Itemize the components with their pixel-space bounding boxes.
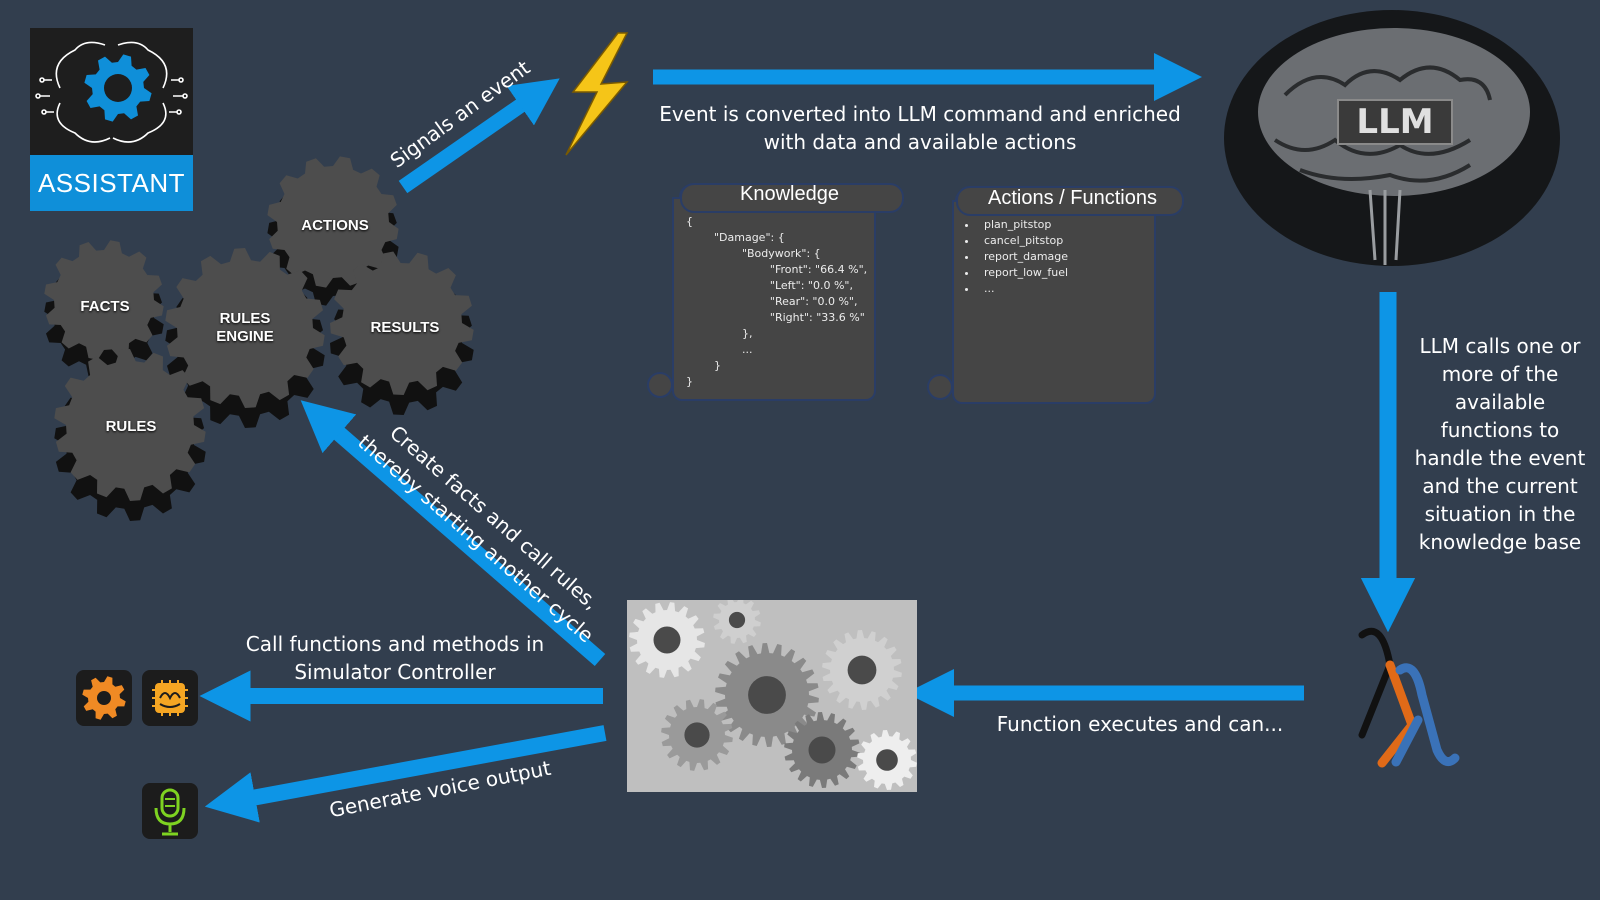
knowledge-code-line: } — [686, 375, 693, 388]
knowledge-code-line: { — [686, 215, 693, 228]
photo-gear — [784, 712, 860, 788]
action-item: plan_pitstop — [978, 217, 1068, 233]
knowledge-code-line: "Rear": "0.0 %", — [686, 295, 858, 308]
caption-llm-calls-line: knowledge base — [1418, 530, 1582, 554]
knowledge-scroll-header — [680, 183, 904, 213]
caption-llm-calls-line: handle the event — [1414, 446, 1586, 470]
microphone-icon-box — [142, 783, 198, 839]
caption-llm-calls: LLM calls one or more of the available func… — [1410, 332, 1590, 556]
caption-llm-calls-line: functions to — [1440, 418, 1560, 442]
photo-gear — [661, 699, 733, 771]
gear-icon-hole — [97, 691, 111, 705]
actions-list: plan_pitstopcancel_pitstopreport_damager… — [960, 217, 1068, 297]
arrow-voice-output — [204, 725, 607, 823]
gears-cluster — [44, 156, 474, 521]
gear-label-facts: FACTS — [80, 298, 130, 315]
arrow-create-facts — [300, 400, 606, 667]
action-item: ... — [978, 281, 1068, 297]
gear-label-rules-engine-line1: RULES — [219, 310, 271, 327]
caption-llm-calls-line: LLM calls one or — [1419, 334, 1581, 358]
photo-gear-hub — [876, 749, 898, 771]
gear-facts — [44, 240, 164, 378]
gear-rules-engine — [165, 248, 325, 428]
caption-llm-calls-line: available — [1454, 390, 1546, 414]
actions-title: Actions / Functions — [988, 187, 1157, 209]
photo-gear — [713, 600, 761, 644]
caption-llm-calls-line: situation in the — [1424, 502, 1576, 526]
photo-gear — [857, 730, 917, 790]
knowledge-code-line: "Left": "0.0 %", — [686, 279, 853, 292]
arrow-signals-event — [398, 78, 560, 194]
knowledge-code-line: "Right": "33.6 %" — [686, 311, 865, 324]
gear-label-rules-engine-line2: ENGINE — [216, 328, 274, 345]
brain-gear-icon — [35, 41, 188, 143]
gear-label-rules-engine: RULES ENGINE — [200, 310, 290, 346]
photo-gear-hub — [653, 626, 681, 654]
photo-gear-hub — [728, 611, 746, 629]
photo-gear-hub — [808, 736, 836, 764]
photo-gear — [629, 602, 705, 678]
knowledge-code-line: }, — [686, 327, 753, 340]
assistant-logo: ASSISTANT — [30, 28, 193, 211]
gear-label-actions: ACTIONS — [301, 217, 369, 234]
gear-icon — [82, 676, 126, 720]
brain-chip-icon — [152, 680, 188, 716]
knowledge-code-line: "Damage": { — [686, 231, 785, 244]
caption-call-functions: Call functions and methods in Simulator … — [230, 630, 560, 686]
photo-gear-hub — [847, 655, 877, 685]
caption-call-functions-line1: Call functions and methods in — [245, 632, 545, 656]
machinery-gears-photo — [627, 600, 917, 792]
lambda-logo-icon — [1358, 627, 1460, 768]
photo-gear-hub — [684, 722, 710, 748]
lightning-bolt-icon — [565, 32, 629, 156]
knowledge-code-line: "Bodywork": { — [686, 247, 821, 260]
action-item: report_low_fuel — [978, 265, 1068, 281]
photo-gear — [715, 643, 819, 747]
caption-llm-calls-line: more of the — [1441, 362, 1559, 386]
actions-scroll — [952, 200, 1156, 404]
action-item: cancel_pitstop — [978, 233, 1068, 249]
caption-call-functions-line2: Simulator Controller — [294, 660, 496, 684]
gear-results — [330, 251, 474, 415]
gear-label-rules: RULES — [105, 418, 157, 435]
caption-llm-calls-line: and the current — [1422, 474, 1578, 498]
knowledge-title: Knowledge — [740, 183, 839, 205]
knowledge-code-line: ... — [686, 343, 753, 356]
action-item: report_damage — [978, 249, 1068, 265]
caption-event-line2: with data and available actions — [763, 130, 1077, 154]
knowledge-code-line: "Front": "66.4 %", — [686, 263, 868, 276]
gear-label-results: RESULTS — [370, 319, 440, 336]
caption-event-line1: Event is converted into LLM command and … — [659, 102, 1181, 126]
assistant-logo-text: ASSISTANT — [30, 155, 193, 211]
caption-event-converted: Event is converted into LLM command and … — [640, 100, 1200, 156]
actions-scroll-header — [956, 186, 1184, 216]
knowledge-code-line: } — [686, 359, 721, 372]
llm-label: LLM — [1337, 99, 1453, 145]
photo-gear — [822, 630, 902, 710]
photo-gear-hub — [748, 676, 786, 714]
caption-function-executes: Function executes and can... — [996, 712, 1284, 736]
gear-rules — [54, 349, 206, 521]
microphone-icon — [154, 788, 186, 836]
logo-gear-hole — [104, 74, 132, 102]
knowledge-code: { "Damage": { "Bodywork": { "Front": "66… — [686, 214, 867, 390]
